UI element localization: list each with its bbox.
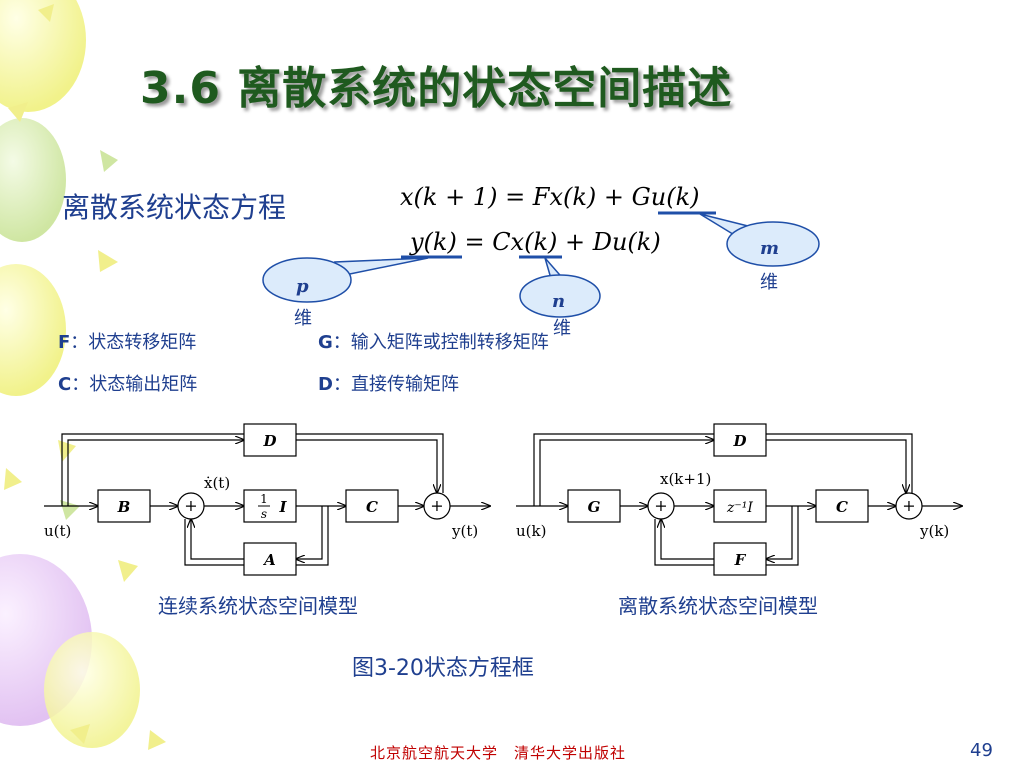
- balloon-yellow-top: [0, 0, 86, 112]
- discrete-diagram-caption: 离散系统状态空间模型: [618, 594, 818, 618]
- summing-junction-2-discrete: [895, 492, 923, 520]
- block-B: [97, 489, 151, 523]
- plus-sign-1-continuous: +: [184, 496, 197, 515]
- block-F: [713, 542, 767, 576]
- plus-sign-1-discrete: +: [654, 496, 667, 515]
- summing-junction-1-discrete: [647, 492, 675, 520]
- definition-F-text: ：状态转移矩阵: [70, 332, 197, 353]
- plus-sign-2-discrete: +: [902, 496, 915, 515]
- callout-m: [699, 213, 820, 267]
- plus-sign-2-continuous: +: [430, 496, 443, 515]
- callout-m-letter: m: [760, 238, 779, 259]
- callout-n-word: 维: [553, 318, 571, 339]
- block-integrator-den: s: [261, 507, 267, 521]
- definition-C: C：状态输出矩阵: [58, 370, 197, 396]
- definition-G-text: ：输入矩阵或控制转移矩阵: [332, 332, 549, 353]
- callout-p-letter: p: [296, 276, 309, 297]
- block-B-label: B: [117, 498, 131, 516]
- block-D-discrete: [713, 423, 767, 457]
- balloon-yellow-bottom: [44, 632, 140, 748]
- block-C-continuous: [345, 489, 399, 523]
- input-label-discrete: u(k): [516, 522, 546, 540]
- block-integrator-I: I: [278, 498, 287, 516]
- summing-junction-1-continuous: [177, 492, 205, 520]
- definition-C-text: ：状态输出矩阵: [71, 374, 198, 395]
- page-number: 49: [970, 740, 993, 761]
- block-delay: [713, 489, 767, 523]
- block-integrator-num: 1: [260, 492, 268, 506]
- continuous-state-diagram: [44, 433, 490, 566]
- balloon-green-left: [0, 118, 66, 242]
- state-derivative-label: ẋ(t): [204, 474, 230, 492]
- state-next-label: x(k+1): [660, 470, 711, 488]
- block-C-continuous-label: C: [366, 498, 378, 516]
- callout-m-word: 维: [760, 272, 778, 293]
- definition-G: G：输入矩阵或控制转移矩阵: [318, 328, 549, 354]
- block-A: [243, 542, 297, 576]
- discrete-blocks: [567, 423, 923, 576]
- block-G: [567, 489, 621, 523]
- block-D-continuous-label: D: [262, 432, 276, 450]
- footer-publisher: 北京航空航天大学 清华大学出版社: [370, 744, 627, 762]
- definition-D-text: ：直接传输矩阵: [332, 374, 459, 395]
- definition-C-key: C: [58, 374, 72, 395]
- definition-D: D：直接传输矩阵: [318, 370, 459, 396]
- definition-D-key: D: [318, 374, 333, 395]
- figure-caption: 图3-20状态方程框: [352, 656, 534, 681]
- summing-junction-2-continuous: [423, 492, 451, 520]
- block-F-label: F: [734, 551, 747, 569]
- block-D-discrete-label: D: [732, 432, 746, 450]
- callout-n-letter: n: [552, 291, 565, 312]
- balloon-yellow-left: [0, 264, 66, 396]
- equation-heading: 离散系统状态方程: [62, 191, 287, 224]
- discrete-state-diagram: [516, 433, 962, 566]
- confetti: [4, 4, 166, 750]
- output-label-discrete: y(k): [919, 522, 949, 540]
- block-C-discrete-label: C: [836, 498, 848, 516]
- block-delay-label: z⁻¹I: [726, 500, 753, 516]
- block-C-discrete: [815, 489, 869, 523]
- callout-p: [262, 257, 429, 303]
- output-equation: y(k) = Cx(k) + Du(k): [410, 228, 661, 256]
- definition-G-key: G: [318, 332, 333, 353]
- state-equation: x(k + 1) = Fx(k) + Gu(k): [400, 183, 700, 211]
- output-label-continuous: y(t): [451, 522, 478, 540]
- continuous-diagram-caption: 连续系统状态空间模型: [158, 594, 358, 618]
- definition-F: F：状态转移矩阵: [58, 328, 196, 354]
- block-A-label: A: [262, 551, 276, 569]
- callout-p-word: 维: [294, 308, 312, 329]
- block-G-label: G: [588, 498, 601, 516]
- callout-n: [519, 257, 601, 318]
- page-title: 3.6 离散系统的状态空间描述: [140, 63, 733, 114]
- block-D-continuous: [243, 423, 297, 457]
- definition-F-key: F: [58, 332, 71, 353]
- input-label-continuous: u(t): [44, 522, 71, 540]
